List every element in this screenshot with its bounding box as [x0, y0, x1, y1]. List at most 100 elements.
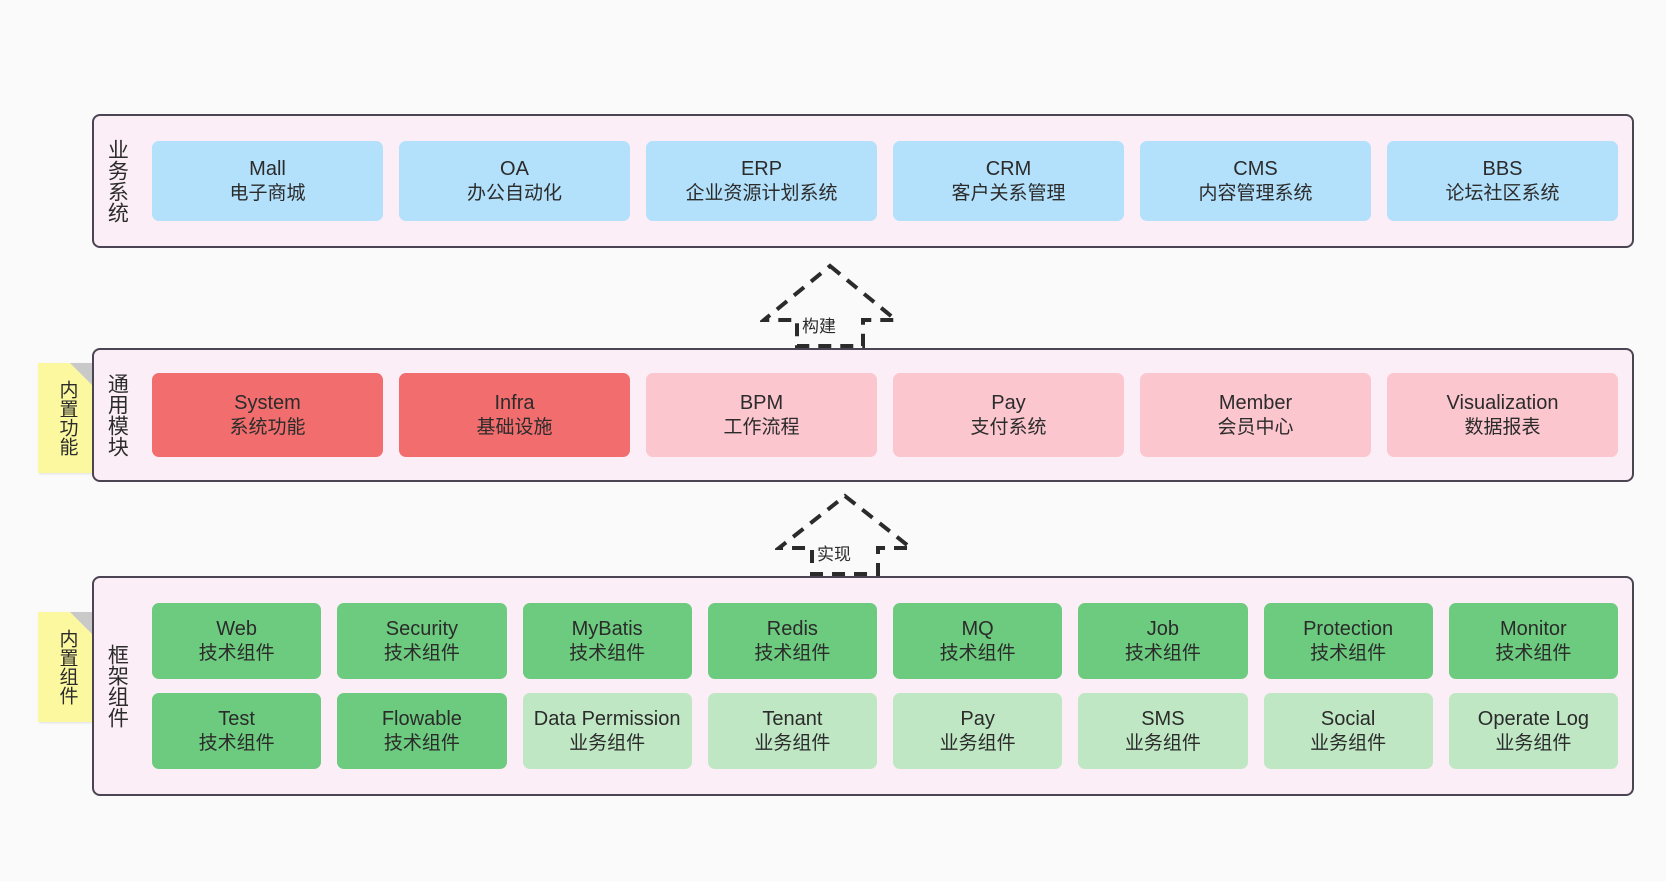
sticky-fold-corner-icon	[70, 363, 94, 387]
node-title: BPM	[739, 392, 784, 415]
node-title: Pay	[960, 708, 995, 731]
node-title: Infra	[494, 392, 535, 415]
node-subtitle: 业务组件	[939, 732, 1016, 754]
node-title: Security	[385, 618, 458, 641]
node-title: Protection	[1303, 618, 1394, 641]
node-title: Test	[218, 708, 255, 731]
sticky-note-builtin-function-label: 内置功能	[56, 380, 78, 456]
node-title: BBS	[1482, 158, 1523, 181]
node-title: MyBatis	[571, 618, 643, 641]
node-title: Data Permission	[533, 708, 681, 731]
connector-implement: 实现	[775, 492, 915, 578]
node-title: Job	[1146, 618, 1179, 641]
node-title: ERP	[740, 158, 783, 181]
node-title: Monitor	[1500, 618, 1567, 641]
node-subtitle: 技术组件	[1124, 642, 1201, 664]
node-title: Redis	[766, 618, 818, 641]
node-subtitle: 技术组件	[569, 642, 646, 664]
node-title: Social	[1320, 708, 1376, 731]
node-title: Member	[1218, 392, 1293, 415]
node-title: Tenant	[762, 708, 823, 731]
node-title: Mall	[249, 158, 286, 181]
node-subtitle: 论坛社区系统	[1445, 182, 1560, 204]
node-subtitle: 技术组件	[198, 642, 275, 664]
node-subtitle: 技术组件	[1310, 642, 1387, 664]
node-subtitle: 技术组件	[383, 732, 460, 754]
node-title: CMS	[1233, 158, 1278, 181]
connector-build-label: 构建	[802, 317, 836, 336]
node-subtitle: 客户关系管理	[951, 182, 1066, 204]
node-title: Flowable	[381, 708, 462, 731]
node-title: Pay	[991, 392, 1026, 415]
node-subtitle: 业务组件	[754, 732, 831, 754]
layer-modules-title: 通用模块	[105, 373, 129, 457]
node-subtitle: 内容管理系统	[1198, 182, 1313, 204]
node-subtitle: 技术组件	[383, 642, 460, 664]
layer-business-title: 业务系统	[105, 139, 129, 223]
node-subtitle: 企业资源计划系统	[685, 182, 838, 204]
node-subtitle: 业务组件	[1495, 732, 1572, 754]
node-subtitle: 支付系统	[970, 416, 1047, 438]
node-subtitle: 技术组件	[939, 642, 1016, 664]
connector-implement-label: 实现	[817, 545, 851, 564]
layer-framework-title: 框架组件	[105, 644, 129, 728]
node-subtitle: 系统功能	[229, 416, 306, 438]
node-title: Operate Log	[1477, 708, 1589, 731]
node-title: OA	[500, 158, 529, 181]
node-subtitle: 电子商城	[229, 182, 306, 204]
sticky-note-builtin-component: 内置组件	[38, 612, 94, 722]
node-subtitle: 数据报表	[1464, 416, 1541, 438]
node-subtitle: 基础设施	[476, 416, 553, 438]
node-title: CRM	[985, 158, 1032, 181]
node-subtitle: 业务组件	[569, 732, 646, 754]
connector-build: 构建	[760, 262, 900, 350]
sticky-fold-corner-icon	[70, 612, 94, 636]
node-title: MQ	[961, 618, 994, 641]
node-subtitle: 会员中心	[1217, 416, 1294, 438]
node-subtitle: 业务组件	[1124, 732, 1201, 754]
node-subtitle: 工作流程	[723, 416, 800, 438]
node-title: SMS	[1141, 708, 1185, 731]
node-subtitle: 技术组件	[754, 642, 831, 664]
node-subtitle: 办公自动化	[466, 182, 562, 204]
node-title: Visualization	[1446, 392, 1559, 415]
